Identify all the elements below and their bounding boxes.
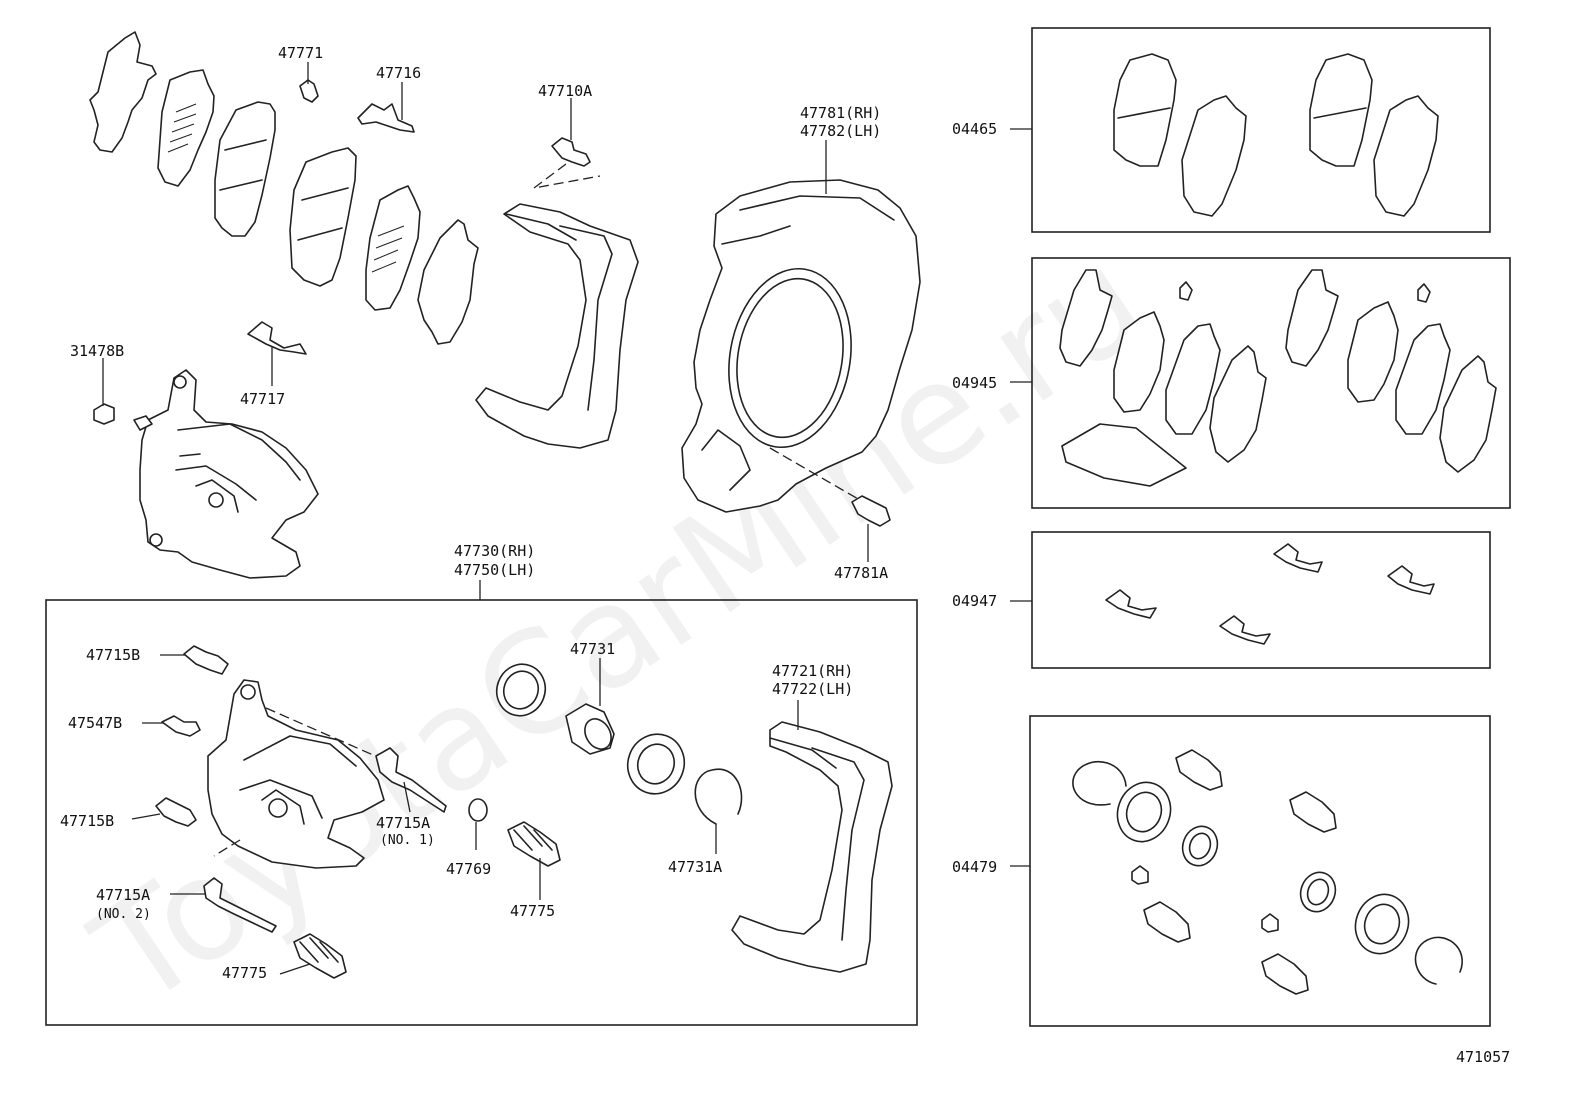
caliper-main-detail bbox=[239, 735, 357, 825]
dust-shield-body[interactable] bbox=[681, 179, 921, 513]
label-47730-rh: 47730(RH) bbox=[454, 542, 535, 560]
pad-support-spring-upper[interactable] bbox=[357, 103, 415, 133]
bracket-top-body[interactable] bbox=[475, 203, 639, 449]
label-31478B: 31478B bbox=[70, 342, 124, 360]
caliper-body-top[interactable] bbox=[139, 369, 319, 579]
caliper-body-main[interactable] bbox=[207, 679, 385, 869]
dust-shield-hub-opening bbox=[728, 267, 852, 449]
kit-04465-pads[interactable] bbox=[1113, 53, 1439, 217]
bleeder-plug bbox=[133, 415, 153, 431]
label-47715B-mid: 47715B bbox=[60, 812, 114, 830]
caliper-bolt-upper[interactable] bbox=[183, 645, 229, 675]
label-47716: 47716 bbox=[376, 64, 421, 82]
label-kit-04945: 04945 bbox=[952, 374, 997, 392]
brake-pad-2[interactable] bbox=[289, 147, 357, 287]
pad-shim-3[interactable] bbox=[365, 185, 421, 311]
label-47750-lh: 47750(LH) bbox=[454, 561, 535, 579]
cylinder-boot[interactable] bbox=[619, 726, 692, 802]
pad-1-detail bbox=[219, 139, 267, 191]
label-47771: 47771 bbox=[278, 44, 323, 62]
piston-seal-ring-inner bbox=[502, 670, 540, 710]
slide-pin-boot-bottom[interactable] bbox=[293, 933, 347, 979]
caliper-assembly-main[interactable] bbox=[155, 645, 893, 979]
label-kit-04947: 04947 bbox=[952, 592, 997, 610]
caliper-top-lower-hole bbox=[149, 533, 163, 547]
label-47781-rh: 47781(RH) bbox=[800, 104, 881, 122]
label-47715B-top: 47715B bbox=[86, 646, 140, 664]
label-47547B: 47547B bbox=[68, 714, 122, 732]
label-47782-lh: 47782(LH) bbox=[800, 122, 881, 140]
kit-box-04465 bbox=[1031, 27, 1491, 233]
bracket-bolt[interactable] bbox=[551, 137, 591, 167]
cylinder-boot-inner bbox=[636, 743, 676, 785]
kit-box-04479 bbox=[1029, 715, 1491, 1027]
kit-box-04947 bbox=[1031, 531, 1491, 669]
bleeder-cap[interactable] bbox=[93, 403, 115, 425]
pad-wear-clip[interactable] bbox=[299, 79, 319, 103]
caliper-bracket-top[interactable] bbox=[475, 137, 639, 449]
label-47717: 47717 bbox=[240, 390, 285, 408]
slide-pin-boot-mid[interactable] bbox=[507, 821, 561, 867]
kit-04947-springs[interactable] bbox=[1105, 543, 1435, 645]
label-47710A: 47710A bbox=[538, 82, 592, 100]
dust-shield-bolt-path bbox=[769, 447, 861, 501]
pad-support-spring-lower[interactable] bbox=[247, 321, 307, 355]
label-47731A: 47731A bbox=[668, 858, 722, 876]
label-47715A-no1: 47715A bbox=[376, 814, 430, 832]
kit-box-04945 bbox=[1031, 257, 1511, 509]
caliper-top-piston-hole bbox=[208, 492, 224, 508]
pad-shim-inner[interactable] bbox=[157, 69, 215, 187]
dust-shield-hub-inner bbox=[736, 277, 844, 439]
kit-04945-shims[interactable] bbox=[1059, 269, 1497, 487]
caliper-assembly-box bbox=[45, 599, 918, 1026]
label-47775-bot: 47775 bbox=[222, 964, 267, 982]
set-ring[interactable] bbox=[694, 768, 743, 825]
label-47731: 47731 bbox=[570, 640, 615, 658]
label-kit-04479: 04479 bbox=[952, 858, 997, 876]
label-47722-lh: 47722(LH) bbox=[772, 680, 853, 698]
dust-shield-bolt[interactable] bbox=[851, 495, 891, 527]
caliper-main-upper-hole bbox=[240, 684, 256, 700]
figure-number: 471057 bbox=[1456, 1048, 1510, 1066]
part-labels: 47771 47716 47710A 47781(RH) 47782(LH) 3… bbox=[60, 44, 1510, 1066]
pad-shim-outer[interactable] bbox=[89, 31, 157, 153]
disc-dust-shield[interactable] bbox=[681, 179, 921, 527]
pad-2-detail bbox=[297, 187, 349, 241]
slide-pin-path-1 bbox=[265, 707, 381, 759]
caliper-assembly-top[interactable] bbox=[93, 369, 319, 579]
piston[interactable] bbox=[565, 703, 616, 755]
caliper-mounting-bracket[interactable] bbox=[731, 721, 893, 973]
kit-04479-seals[interactable] bbox=[1072, 749, 1463, 995]
label-47769: 47769 bbox=[446, 860, 491, 878]
caliper-main-piston-hole bbox=[268, 798, 288, 818]
shim-3-hatch bbox=[371, 225, 405, 273]
caliper-body-top-detail bbox=[175, 423, 301, 513]
caliper-bolt-lower[interactable] bbox=[155, 797, 197, 827]
label-47715A-no2: 47715A bbox=[96, 886, 150, 904]
label-47775-mid: 47775 bbox=[510, 902, 555, 920]
bracket-top-detail bbox=[505, 213, 613, 411]
bracket-bolt-path bbox=[533, 163, 601, 189]
caliper-bracket-detail bbox=[769, 737, 865, 941]
slide-pin-no2[interactable] bbox=[203, 877, 277, 933]
caliper-top-bolt-hole bbox=[173, 375, 187, 389]
label-47781A: 47781A bbox=[834, 564, 888, 582]
label-kit-04465: 04465 bbox=[952, 120, 997, 138]
label-no2: (NO. 2) bbox=[96, 907, 151, 922]
brake-pad-1[interactable] bbox=[214, 101, 276, 237]
bleeder-plug-main[interactable] bbox=[161, 715, 201, 737]
shim-hatch bbox=[167, 103, 197, 153]
bush[interactable] bbox=[468, 798, 488, 822]
label-no1: (NO. 1) bbox=[380, 833, 435, 848]
slide-pin-no1[interactable] bbox=[375, 747, 447, 813]
slide-pin-path-2 bbox=[213, 839, 241, 857]
dust-shield-detail bbox=[701, 195, 895, 491]
label-47721-rh: 47721(RH) bbox=[772, 662, 853, 680]
pad-shim-4[interactable] bbox=[417, 219, 479, 345]
brake-pad-set-top[interactable] bbox=[89, 31, 479, 355]
leader-lines bbox=[102, 62, 1032, 975]
